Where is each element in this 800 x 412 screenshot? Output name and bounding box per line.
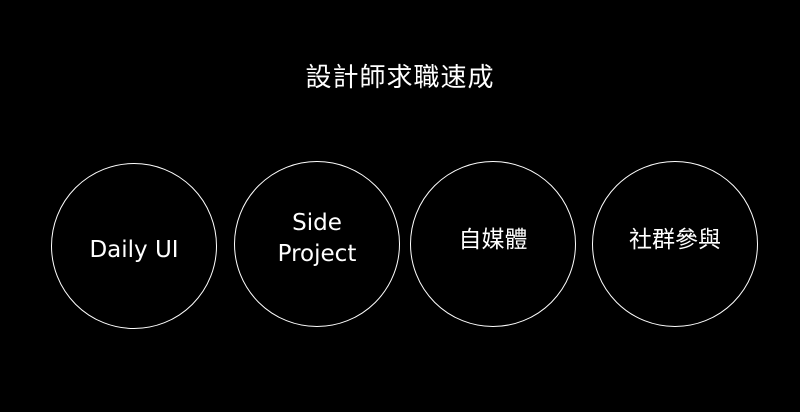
circle-self-media: 自媒體 [410, 161, 576, 327]
slide-title: 設計師求職速成 [305, 63, 495, 93]
circle-label: 社群參與 [629, 226, 721, 253]
circle-daily-ui: Daily UI [51, 163, 217, 329]
circle-side-project: Side Project [234, 161, 400, 327]
circle-label: Daily UI [89, 236, 179, 263]
circle-community: 社群參與 [592, 161, 758, 327]
circle-label: Side Project [277, 210, 357, 267]
circle-label: 自媒體 [458, 226, 528, 253]
